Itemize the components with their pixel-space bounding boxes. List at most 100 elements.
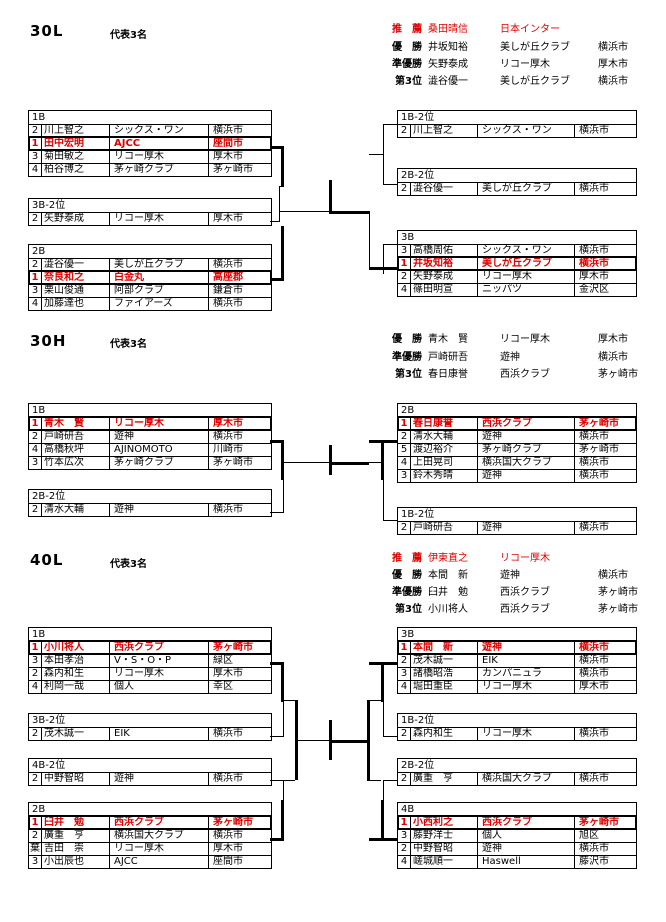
- result-name: 青木 賢: [428, 334, 468, 345]
- player-rank: 1: [29, 272, 42, 284]
- result-label: 優 勝: [392, 570, 422, 581]
- player-club: ニッパツ: [477, 284, 574, 296]
- result-label: 優 勝: [392, 42, 422, 53]
- result-name: 澁谷優一: [428, 76, 468, 87]
- bracket-line: [369, 462, 383, 463]
- player-club: リコー厚木: [109, 668, 208, 680]
- section-quota: 代表3名: [110, 30, 147, 41]
- bracket-line: [281, 800, 284, 840]
- player-club: シックス・ワン: [109, 125, 208, 137]
- bracket-line: [383, 700, 384, 736]
- player-club: 茅ヶ崎クラブ: [477, 444, 574, 456]
- result-club: 西浜クラブ: [500, 604, 550, 615]
- player-club: リコー厚木: [109, 151, 208, 163]
- bracket-line: [279, 211, 339, 212]
- player-name: 茂木誠一: [44, 728, 84, 739]
- player-club: リコー厚木: [109, 843, 208, 855]
- player-name: 上田晃司: [413, 457, 453, 468]
- player-city: 横浜市: [574, 522, 636, 534]
- group-label: 4B: [401, 804, 415, 815]
- section-title-30H: 30H: [30, 332, 67, 350]
- result-name: 本間 新: [428, 570, 468, 581]
- group-label: 1B-2位: [401, 112, 435, 123]
- result-name: 桑田晴信: [428, 24, 468, 35]
- player-city: 厚木市: [208, 418, 271, 430]
- player-name: 藤野洋士: [413, 830, 453, 841]
- player-name: 茂木誠一: [413, 655, 453, 666]
- player-city: 横浜市: [574, 431, 636, 443]
- player-city: 横浜市: [574, 728, 636, 740]
- player-name: 清水大輔: [44, 504, 84, 515]
- player-club: ファイアーズ: [109, 298, 208, 310]
- result-city: 横浜市: [598, 352, 628, 363]
- group-label: 4B-2位: [32, 760, 66, 771]
- player-name: 井坂知裕: [413, 258, 453, 269]
- player-name: 臼井 勉: [44, 817, 84, 828]
- player-city: 茅ヶ崎市: [208, 817, 271, 829]
- player-club: EIK: [109, 728, 208, 740]
- player-rank: 2: [29, 504, 42, 516]
- player-name: 本間 新: [413, 642, 453, 653]
- result-city: 横浜市: [598, 76, 628, 87]
- bracket-line: [281, 780, 295, 781]
- player-name: 高橋周佑: [413, 245, 453, 256]
- group-label: 1B: [32, 629, 46, 640]
- player-city: 茅ヶ崎市: [208, 457, 271, 469]
- player-rank: 2: [29, 213, 42, 225]
- bracket-line: [329, 211, 369, 214]
- result-label: 優 勝: [392, 334, 422, 345]
- bracket-line: [329, 740, 369, 743]
- result-city: 茅ヶ崎市: [598, 604, 638, 615]
- bracket-line: [270, 780, 284, 781]
- player-club: 美しが丘クラブ: [477, 258, 574, 270]
- player-name: 清水大輔: [413, 431, 453, 442]
- result-label: 推 薦: [392, 553, 422, 564]
- player-name: 奈良和之: [44, 272, 84, 283]
- player-club: V・S・O・P: [109, 655, 208, 667]
- bracket-line: [283, 700, 284, 736]
- player-club: 茅ヶ崎クラブ: [109, 164, 208, 176]
- result-line: 準優勝臼井 勉西浜クラブ茅ヶ崎市: [362, 585, 638, 601]
- player-rank: 1: [29, 418, 42, 430]
- player-name: 篠田明宣: [413, 284, 453, 295]
- group-label: 2B-2位: [401, 760, 435, 771]
- group-label: 1B-2位: [401, 509, 435, 520]
- player-club: 美しが丘クラブ: [109, 259, 208, 271]
- player-rank: 3: [398, 245, 411, 257]
- bracket-line: [281, 662, 284, 702]
- bracket-line: [283, 480, 284, 512]
- player-name: 中野智昭: [44, 773, 84, 784]
- player-club: 西浜クラブ: [477, 817, 574, 829]
- result-name: 臼井 勉: [428, 587, 468, 598]
- group-label: 2B-2位: [401, 170, 435, 181]
- player-club: 西浜クラブ: [109, 817, 208, 829]
- player-club: AJINOMOTO: [109, 444, 208, 456]
- bracket-line: [383, 124, 384, 184]
- player-city: 緑区: [208, 655, 271, 667]
- player-city: 横浜市: [574, 668, 636, 680]
- bracket-line: [383, 736, 397, 737]
- player-city: 茅ヶ崎市: [574, 418, 636, 430]
- player-city: 旭区: [574, 830, 636, 842]
- player-name: 森内和生: [44, 668, 84, 679]
- result-club: 西浜クラブ: [500, 369, 550, 380]
- result-city: 茅ヶ崎市: [598, 369, 638, 380]
- player-rank: 1: [29, 817, 42, 829]
- player-club: EIK: [477, 655, 574, 667]
- player-rank: 4: [398, 457, 411, 469]
- bracket-line: [383, 184, 397, 185]
